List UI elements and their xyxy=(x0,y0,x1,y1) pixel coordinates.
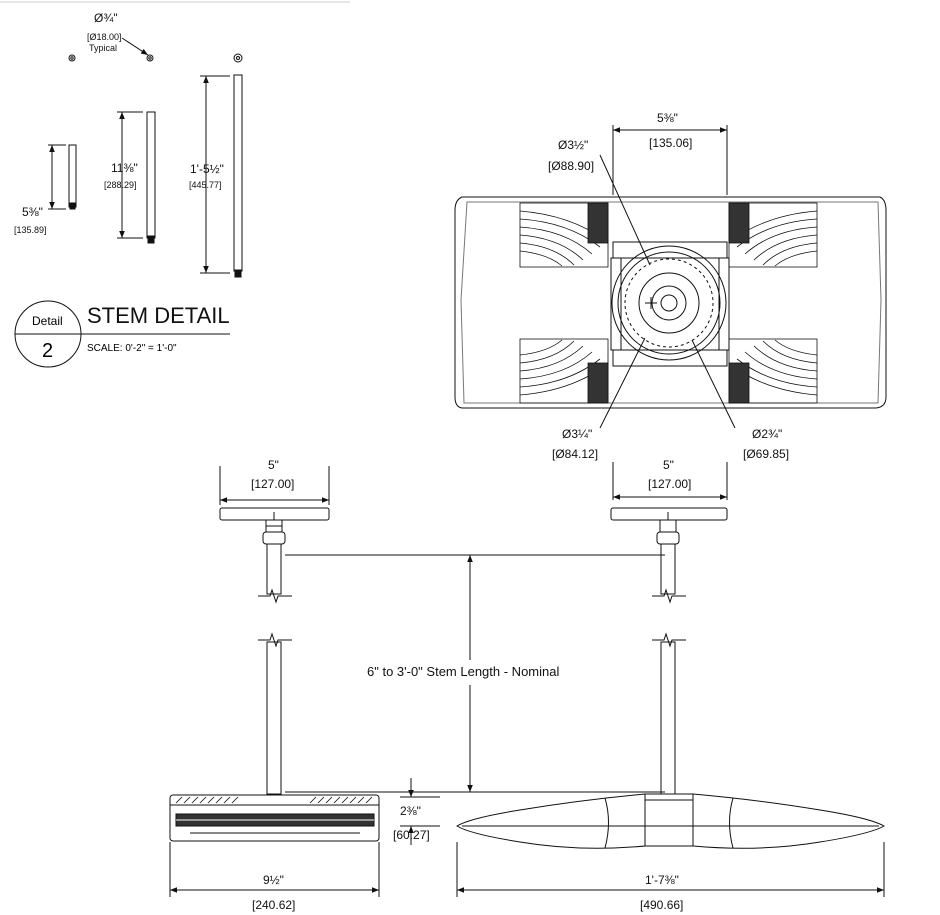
detail-title: STEM DETAIL xyxy=(87,303,230,328)
left-width-label: 9½" xyxy=(263,873,284,887)
fixture-height-metric: [60.27] xyxy=(393,828,430,842)
left-canopy-label: 5" xyxy=(268,458,279,472)
right-width-metric: [490.66] xyxy=(640,898,683,912)
hub-outer-ring xyxy=(611,245,727,361)
fixture-plan-view xyxy=(454,154,887,429)
detail-number: 2 xyxy=(42,340,53,362)
diameter-2-metric: [Ø84.12] xyxy=(552,447,598,461)
left-canopy-metric: [127.00] xyxy=(251,477,294,491)
left-housing xyxy=(169,794,380,842)
diameter-3-label: Ø2¾" xyxy=(752,427,782,441)
heat-sink-top-left xyxy=(519,202,609,268)
stem3-length-label: 1'-5½" xyxy=(190,162,224,176)
right-canopy xyxy=(610,507,728,521)
stem-length-label: 6" to 3'-0" Stem Length - Nominal xyxy=(367,664,559,679)
stem-medium xyxy=(146,111,156,239)
right-elevation xyxy=(456,507,886,897)
left-elevation xyxy=(169,466,380,897)
heat-sink-bottom-right xyxy=(728,338,818,404)
stem-hole-1 xyxy=(68,54,76,62)
stem-short xyxy=(68,144,77,208)
stem-hole-3 xyxy=(233,53,243,63)
diameter-1-metric: [Ø88.90] xyxy=(548,159,594,173)
plan-width-label: 5⅜" xyxy=(657,111,678,125)
diameter-1-label: Ø3½" xyxy=(558,138,588,152)
heat-sink-bottom-left xyxy=(519,338,609,404)
stem-detail-group xyxy=(0,1,350,368)
plan-width-metric: [135.06] xyxy=(649,136,692,150)
hole-note: Typical xyxy=(89,43,117,53)
stem-hole-2 xyxy=(146,54,154,62)
left-width-metric: [240.62] xyxy=(252,898,295,912)
detail-label: Detail xyxy=(32,314,63,328)
stem1-length-metric: [135.89] xyxy=(14,225,47,235)
stem1-length-label: 5⅜" xyxy=(22,205,43,219)
hole-size-metric: [Ø18.00] xyxy=(87,32,122,42)
hole-size-label: Ø¾" xyxy=(94,11,118,25)
fixture-height-label: 2⅜" xyxy=(400,804,421,818)
plan-canopy-metric: [127.00] xyxy=(648,477,691,491)
stem2-length-metric: [288.29] xyxy=(104,180,137,190)
right-width-label: 1'-7⅜" xyxy=(645,873,679,887)
heat-sink-top-right xyxy=(728,202,818,268)
diameter-2-label: Ø3¼" xyxy=(562,427,592,441)
right-fixture-wing xyxy=(456,793,886,849)
plan-canopy-label: 5" xyxy=(663,458,674,472)
hole-leader xyxy=(121,37,149,56)
stem-long xyxy=(233,74,243,272)
right-fixture-hub xyxy=(644,793,694,847)
stem3-length-metric: [445.77] xyxy=(189,180,222,190)
stem2-length-label: 11⅜" xyxy=(111,161,138,175)
diameter-3-metric: [Ø69.85] xyxy=(743,447,789,461)
detail-scale: SCALE: 0'-2" = 1'-0" xyxy=(87,343,177,354)
